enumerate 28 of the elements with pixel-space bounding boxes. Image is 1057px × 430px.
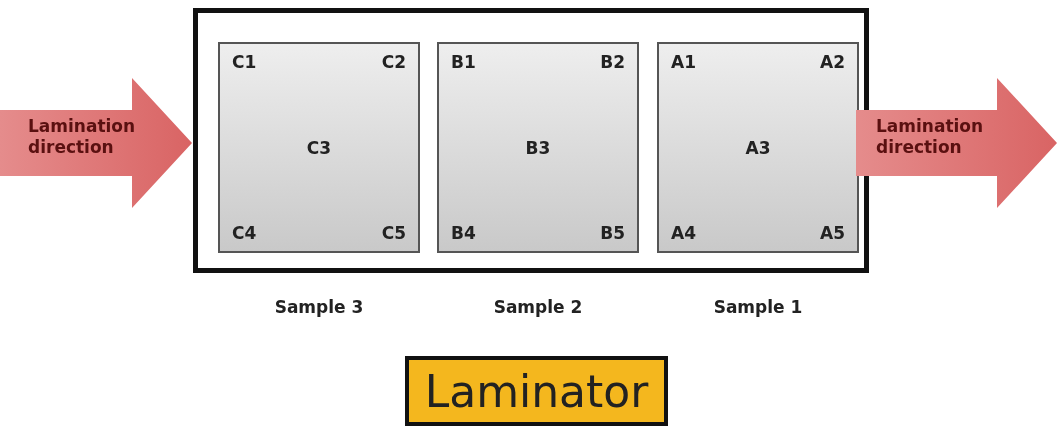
position-label: B5 — [600, 223, 625, 243]
position-label: A3 — [745, 137, 771, 158]
sample-caption: Sample 2 — [493, 297, 583, 317]
arrow-label: Lamination direction — [876, 116, 985, 159]
position-label: C5 — [381, 223, 406, 243]
position-label: A5 — [820, 223, 845, 243]
position-label: B3 — [525, 137, 551, 158]
sample-caption: Sample 1 — [713, 297, 803, 317]
position-label: A1 — [671, 52, 696, 72]
sample-sheet — [437, 42, 639, 253]
position-label: C2 — [381, 52, 406, 72]
direction-arrow — [0, 78, 192, 208]
position-label: C3 — [306, 137, 332, 158]
position-label: A2 — [820, 52, 845, 72]
direction-arrow — [856, 78, 1057, 208]
sample-sheet — [218, 42, 420, 253]
sample-caption: Sample 3 — [274, 297, 364, 317]
position-label: A4 — [671, 223, 696, 243]
machine-label: Laminator — [424, 365, 649, 417]
laminator-box — [405, 356, 668, 426]
arrow-label: Lamination direction — [28, 116, 137, 159]
position-label: C4 — [232, 223, 257, 243]
position-label: B2 — [600, 52, 625, 72]
position-label: C1 — [232, 52, 257, 72]
position-label: B1 — [451, 52, 476, 72]
sample-sheet — [657, 42, 859, 253]
sample-frame — [193, 8, 869, 273]
position-label: B4 — [451, 223, 476, 243]
